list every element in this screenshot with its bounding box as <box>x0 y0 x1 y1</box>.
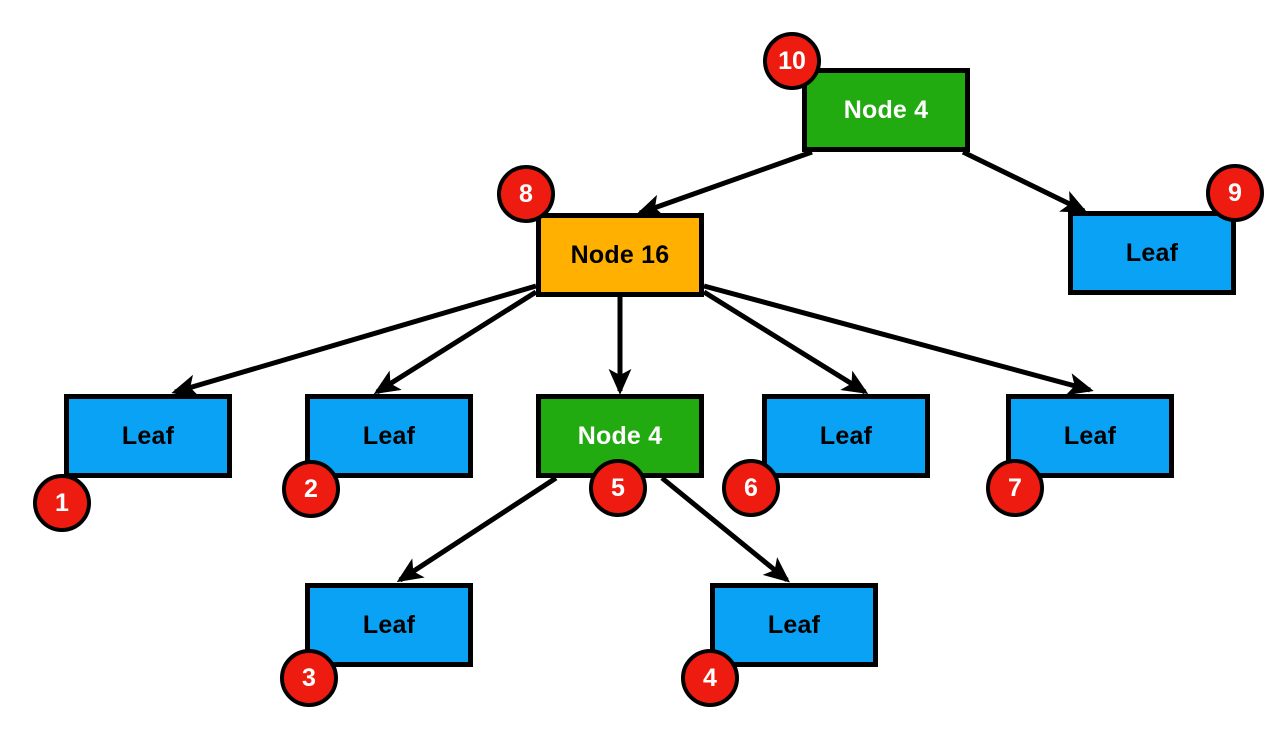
node-order-badge-7: 7 <box>986 459 1044 517</box>
node-order-badge-8: 8 <box>497 165 555 223</box>
tree-edge-n10-to-n9 <box>961 149 1088 214</box>
tree-node-label: Leaf <box>362 610 416 639</box>
tree-node-n1[interactable]: Leaf <box>64 394 232 478</box>
node-order-badge-10: 10 <box>763 32 821 90</box>
node-order-badge-label: 8 <box>519 179 533 208</box>
tree-node-n9[interactable]: Leaf <box>1068 211 1236 295</box>
tree-edge-n8-to-n6 <box>702 289 869 395</box>
tree-node-label: Leaf <box>1125 238 1179 267</box>
tree-node-label: Leaf <box>1063 421 1117 450</box>
node-order-badge-label: 7 <box>1008 473 1022 502</box>
node-order-badge-4: 4 <box>681 649 739 707</box>
node-order-badge-6: 6 <box>722 459 780 517</box>
node-order-badge-1: 1 <box>33 474 91 532</box>
tree-edge-n5-to-n3 <box>396 475 558 583</box>
tree-node-n4[interactable]: Leaf <box>710 583 878 667</box>
node-order-badge-5: 5 <box>589 459 647 517</box>
node-order-badge-label: 5 <box>611 473 625 502</box>
tree-node-label: Leaf <box>767 610 821 639</box>
tree-node-n2[interactable]: Leaf <box>305 394 473 478</box>
tree-edge-n8-to-n2 <box>373 289 538 395</box>
tree-edge-n8-to-n7 <box>703 283 1094 396</box>
tree-edge-n10-to-n8 <box>636 149 813 217</box>
node-order-badge-label: 2 <box>304 474 318 503</box>
tree-node-label: Leaf <box>362 421 416 450</box>
node-order-badge-2: 2 <box>282 460 340 518</box>
node-order-badge-label: 4 <box>703 663 717 692</box>
tree-node-n7[interactable]: Leaf <box>1006 394 1174 478</box>
tree-node-n8[interactable]: Node 16 <box>536 213 704 297</box>
tree-node-n6[interactable]: Leaf <box>762 394 930 478</box>
tree-node-label: Leaf <box>819 421 873 450</box>
tree-node-label: Node 4 <box>577 421 663 450</box>
tree-edge-n8-to-n1 <box>171 283 537 397</box>
tree-node-n3[interactable]: Leaf <box>305 583 473 667</box>
node-order-badge-label: 10 <box>778 46 806 75</box>
tree-node-label: Leaf <box>121 421 175 450</box>
node-order-badge-9: 9 <box>1206 164 1264 222</box>
tree-node-label: Node 4 <box>843 95 929 124</box>
node-order-badge-3: 3 <box>280 649 338 707</box>
node-order-badge-label: 3 <box>302 663 316 692</box>
node-order-badge-label: 9 <box>1228 178 1242 207</box>
node-order-badge-label: 6 <box>744 473 758 502</box>
node-order-badge-label: 1 <box>55 488 69 517</box>
tree-node-n10[interactable]: Node 4 <box>802 68 970 152</box>
tree-node-label: Node 16 <box>570 240 670 269</box>
